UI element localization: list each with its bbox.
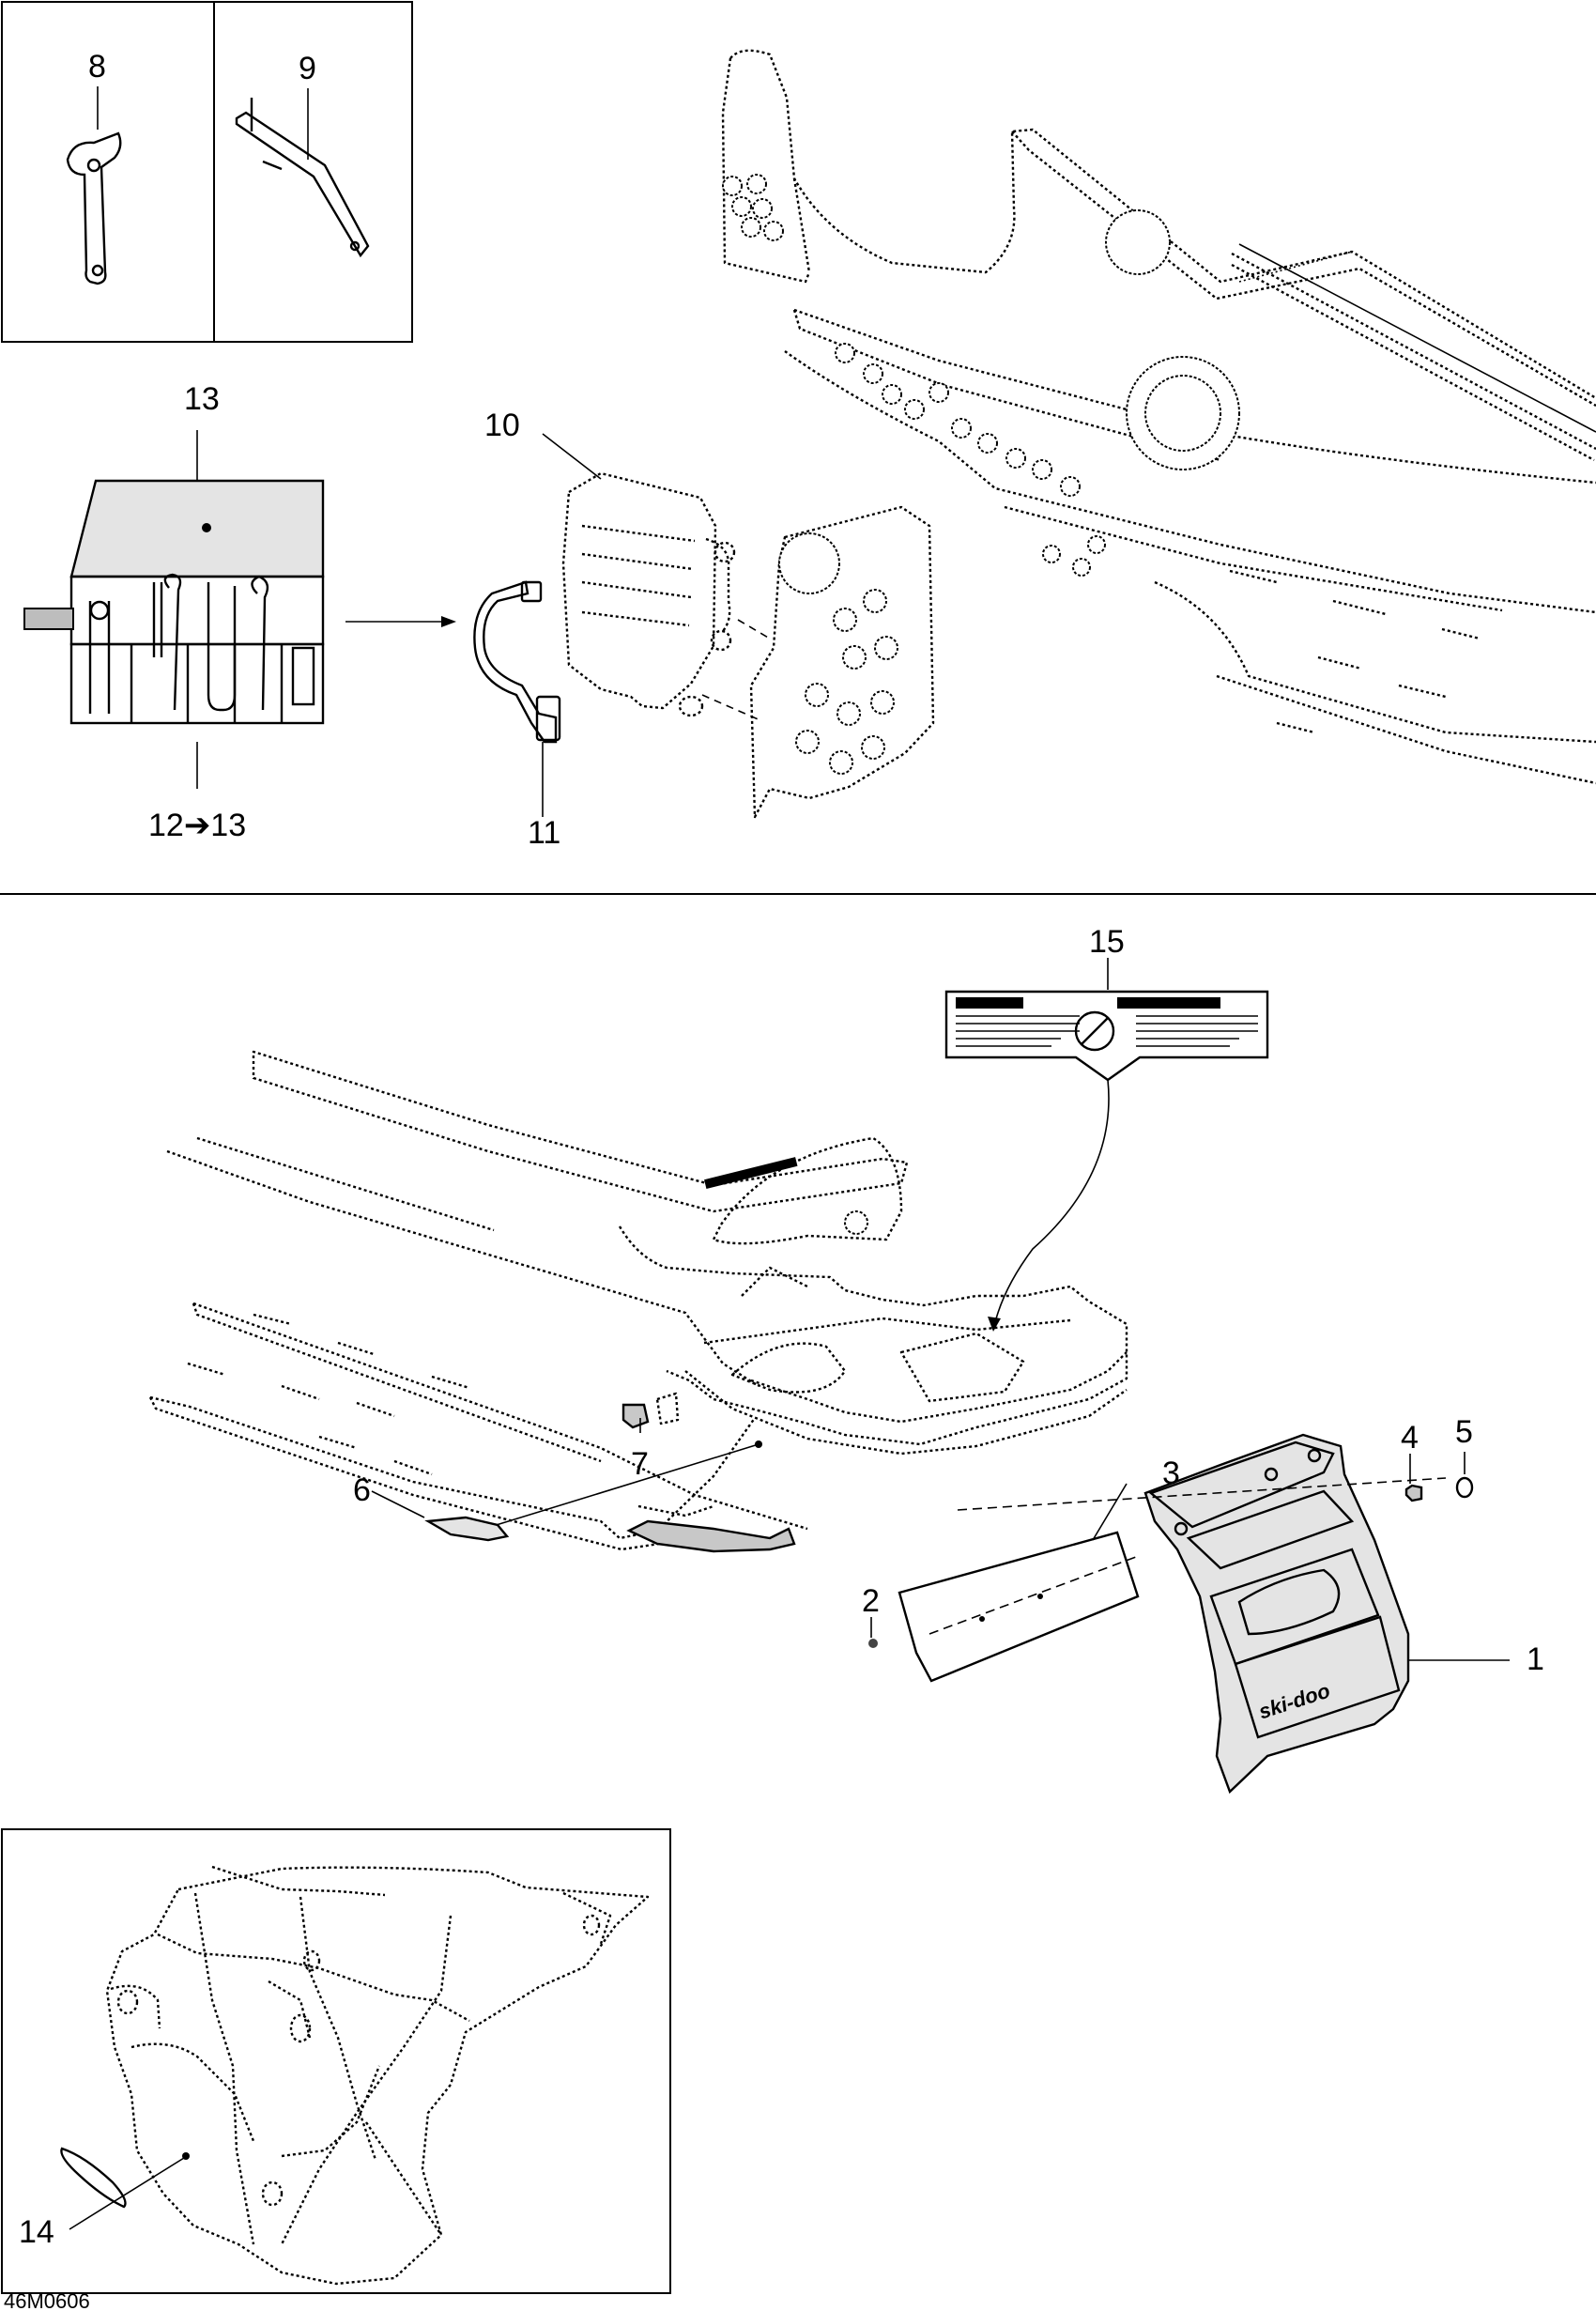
spanner-wrench-part bbox=[66, 86, 122, 285]
callout-3: 3 bbox=[1162, 1456, 1180, 1491]
callout-1: 1 bbox=[1527, 1641, 1544, 1677]
chassis-frame-bottom bbox=[148, 1050, 1128, 1551]
tool-kit-part bbox=[23, 430, 325, 789]
tool-box-part bbox=[542, 433, 771, 722]
clip-part bbox=[622, 1403, 650, 1433]
callout-5: 5 bbox=[1455, 1414, 1473, 1450]
callout-14: 14 bbox=[19, 2214, 54, 2250]
kit-arrow-head bbox=[441, 616, 456, 627]
callout-12-13: 12➔13 bbox=[148, 808, 246, 843]
callout-8: 8 bbox=[88, 49, 106, 85]
callout-13: 13 bbox=[184, 381, 220, 417]
tools-inset-box bbox=[1, 1, 413, 343]
callout-4: 4 bbox=[1401, 1420, 1419, 1456]
callout-2: 2 bbox=[862, 1583, 880, 1619]
callout-6: 6 bbox=[353, 1472, 371, 1508]
deflector-part bbox=[465, 1441, 796, 1553]
callout-11: 11 bbox=[528, 815, 560, 851]
callout-9: 9 bbox=[299, 51, 316, 86]
snow-flap-part bbox=[1143, 1433, 1510, 1795]
fastener-axis-line bbox=[957, 1477, 1447, 1511]
belly-pan-inset-box bbox=[1, 1828, 671, 2294]
callout-7: 7 bbox=[631, 1446, 649, 1482]
rivet-part bbox=[868, 1617, 878, 1648]
nut-part bbox=[1404, 1454, 1423, 1502]
reflector-part bbox=[371, 1490, 510, 1542]
pin-wrench-part bbox=[235, 88, 370, 258]
front-bracket-plate bbox=[749, 505, 935, 819]
belly-pan-part bbox=[105, 1865, 650, 2286]
strap-part bbox=[473, 580, 561, 817]
callout-10: 10 bbox=[484, 408, 520, 443]
figure-code: 46M0606 bbox=[4, 2289, 90, 2311]
reinforcement-plate-part bbox=[898, 1483, 1140, 1683]
small-reflector-part bbox=[60, 2147, 190, 2230]
chassis-frame-top bbox=[721, 49, 1596, 785]
callout-15: 15 bbox=[1089, 924, 1125, 960]
washer-part bbox=[1455, 1452, 1474, 1499]
warning-decal-part bbox=[944, 958, 1269, 1332]
